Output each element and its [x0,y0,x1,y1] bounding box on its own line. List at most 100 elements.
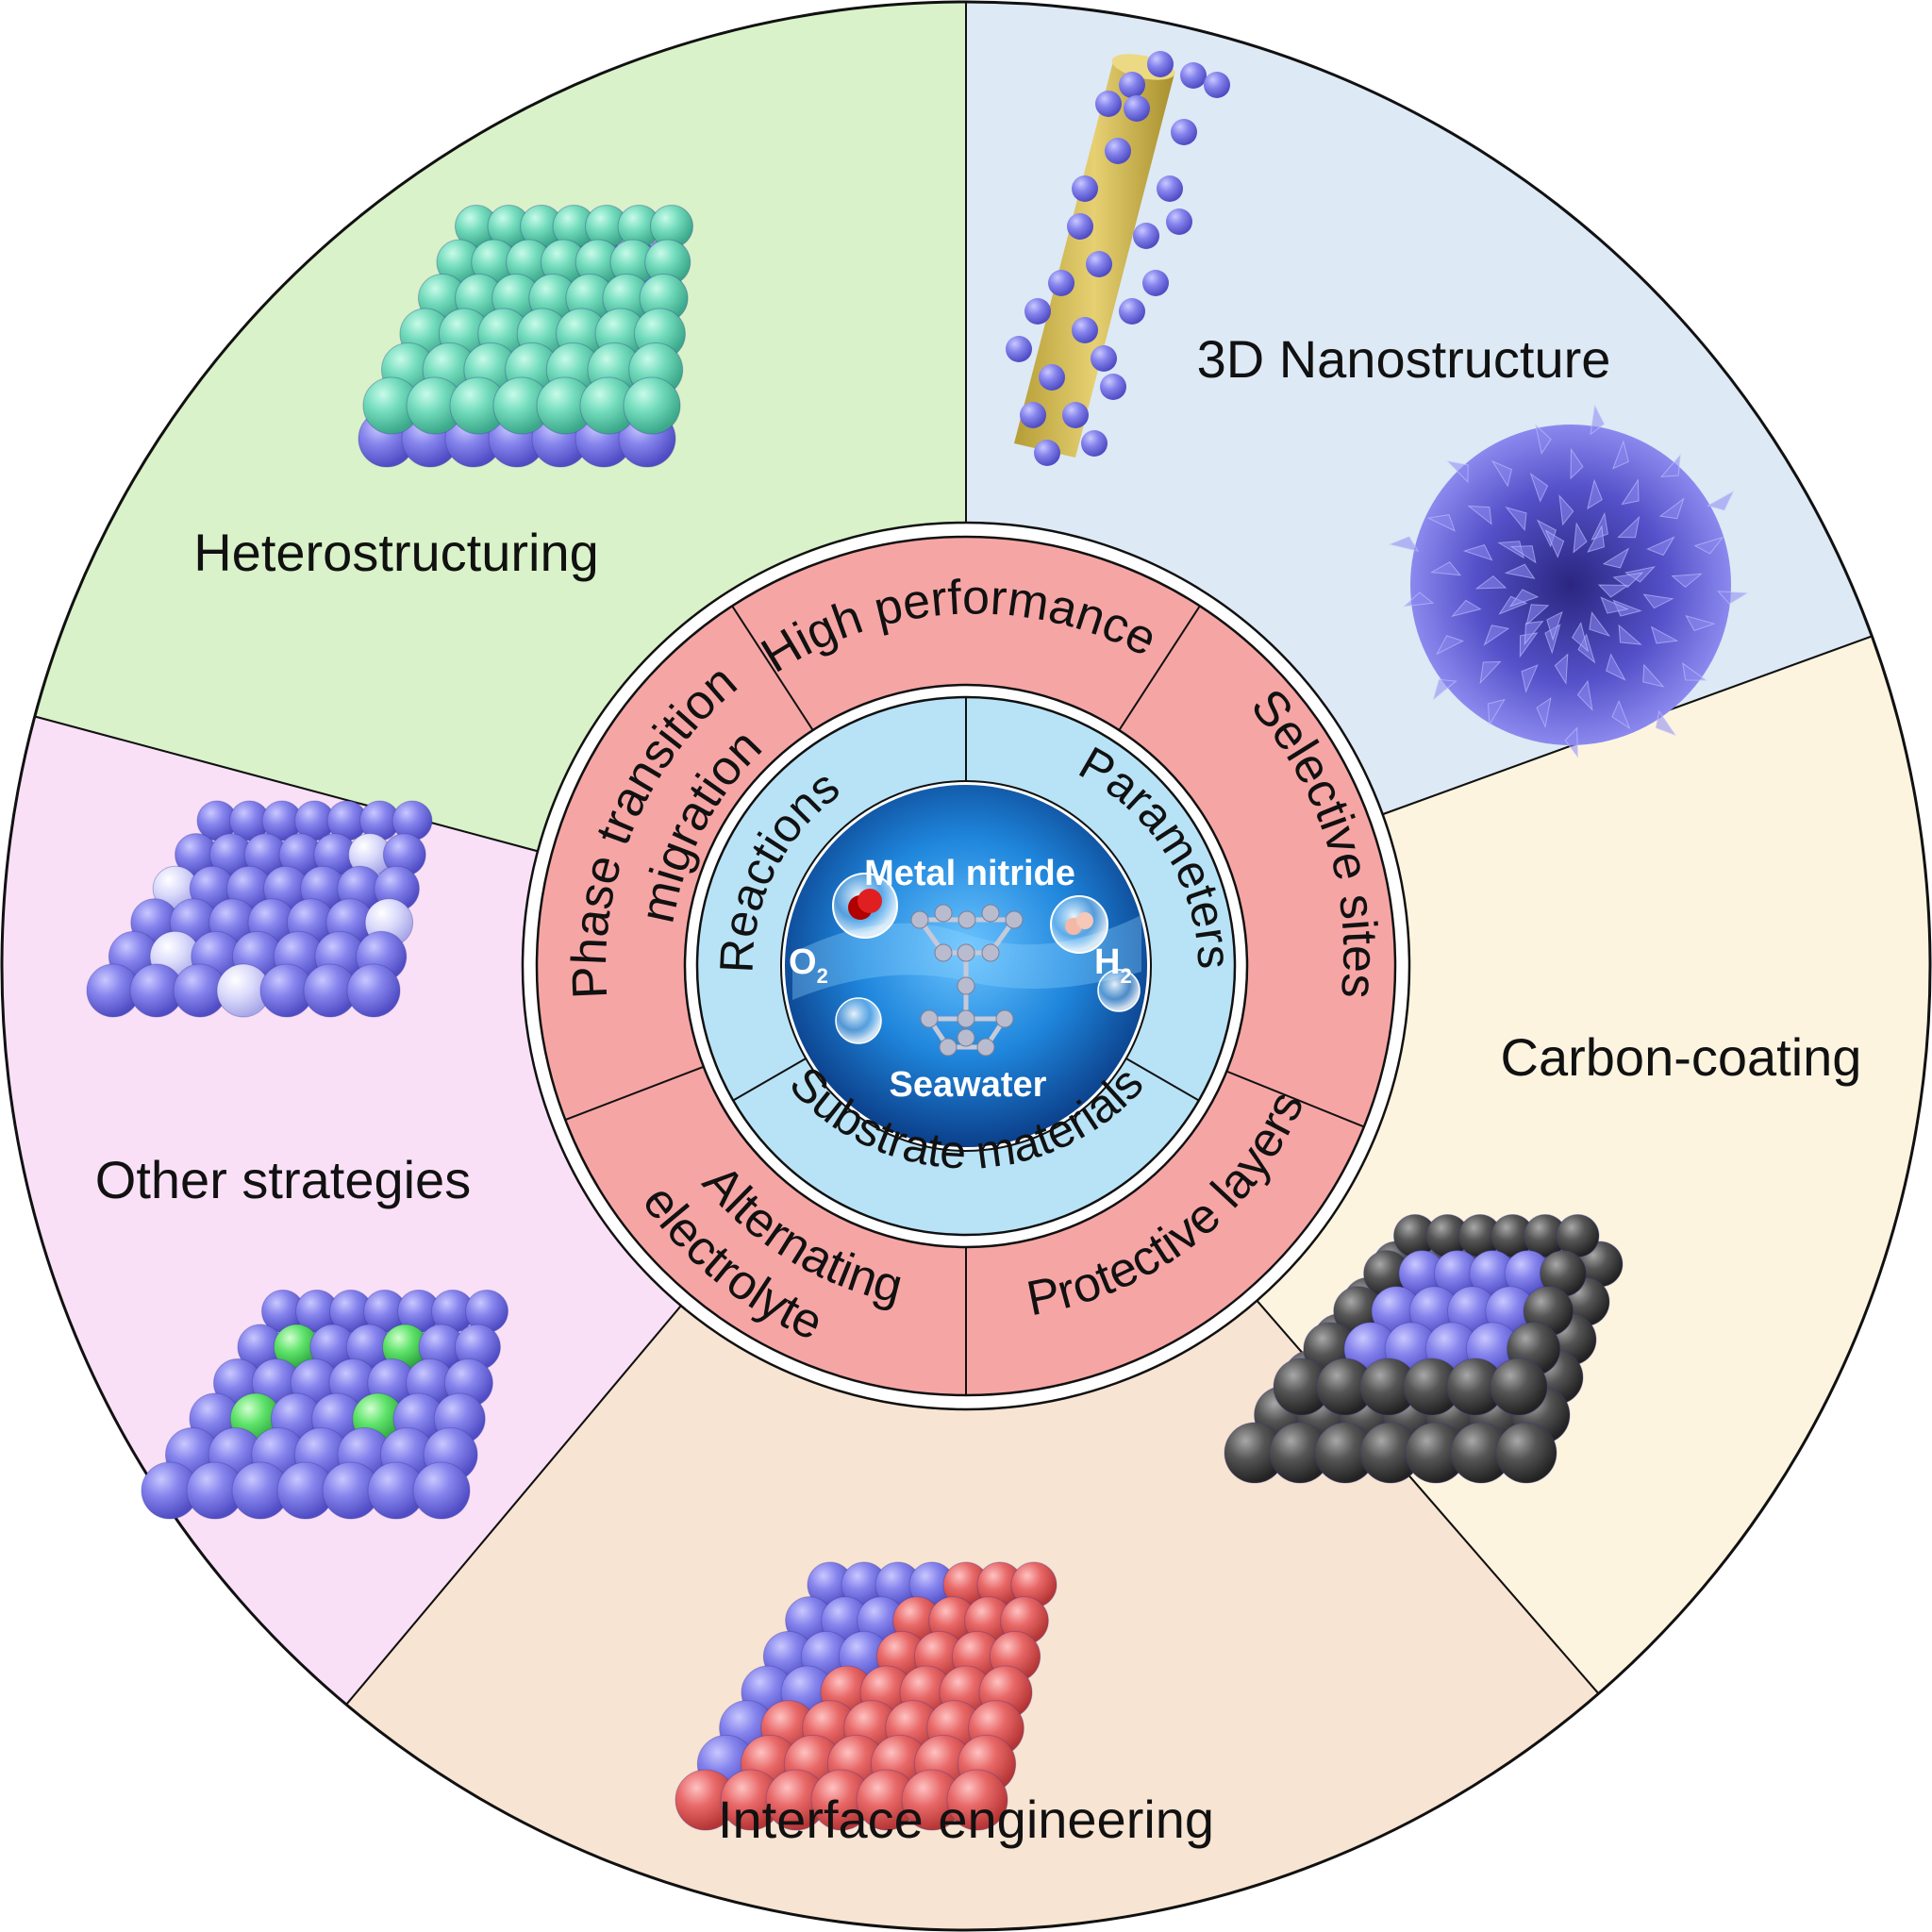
lattice-atom [623,376,681,435]
vacancy-lattice-icon [86,800,433,1018]
atom [976,1038,995,1057]
petal [1504,563,1536,579]
petal [1508,589,1540,608]
ring-divider [732,1058,807,1102]
nanoparticle [1081,430,1108,457]
nanoparticle [1062,402,1089,428]
nanoparticle [1072,175,1098,202]
doped-lattice-icon [141,1290,508,1520]
petal [1446,460,1469,484]
petal [1587,478,1603,510]
carbon-coated-lattice-icon [1224,1214,1624,1484]
heterostructure-lattice-icon [358,205,693,468]
nanorod-icon [1006,51,1230,466]
nanoparticle [1039,364,1065,391]
nanoparticle [1024,298,1051,325]
o2-bubble-icon [832,873,898,939]
atom [934,904,953,923]
nanoparticle [1006,336,1032,362]
nanoparticle [1105,138,1131,164]
petal [1671,573,1703,588]
petal [1426,514,1456,532]
nanoparticle [1086,251,1112,277]
core-subtitle: Seawater [890,1065,1047,1105]
atom [934,943,953,962]
carbon-coating-label: Carbon-coating [1501,1027,1862,1087]
petal [1483,625,1510,646]
nanoparticle [1100,374,1126,400]
atom [957,1009,975,1028]
petal [1707,490,1735,511]
atom [958,910,976,929]
atom [981,943,1000,962]
atom [957,1028,975,1047]
petal [1587,525,1606,553]
petal [1618,624,1642,645]
petal [1602,547,1630,569]
petal [1717,591,1749,605]
nanoparticle [1204,72,1230,98]
petal [1564,726,1579,759]
bubble-icon [1097,969,1141,1012]
petal [1432,678,1457,701]
petal [1467,505,1492,525]
petal [1436,635,1464,656]
petal [1491,459,1512,488]
o2-label: O2 [789,942,828,988]
petal [1612,572,1644,589]
petal [1646,536,1675,557]
nanoparticle [1180,62,1207,89]
nanoparticle [1067,213,1093,240]
petal [1685,614,1716,632]
lattice-atom [1495,1422,1557,1484]
petal [1650,625,1679,644]
atom [939,1038,958,1057]
bubble-icon [835,997,882,1044]
ring-divider [564,1065,705,1121]
nanoparticle [1133,223,1159,249]
petal [1402,591,1435,608]
petal [1474,575,1507,590]
petal [1509,545,1537,564]
nanoparticle [1166,208,1192,235]
petal [1573,522,1588,554]
nanoparticle [1119,72,1145,98]
petal [1529,472,1549,503]
nanostructure-label: 3D Nanostructure [1197,329,1611,389]
nanoparticle [1157,175,1183,202]
nanoparticle [1124,95,1150,122]
petal [1429,561,1462,576]
core-title: Metal nitride [864,854,1075,893]
lattice-atom [346,963,401,1018]
petal [1642,663,1665,688]
nanoparticle [1072,317,1098,343]
atom [920,1009,939,1028]
petal [1544,529,1565,558]
petal [1388,536,1420,552]
petal [1597,584,1630,598]
atom [995,1009,1014,1028]
atom [957,976,975,995]
petal [1570,447,1584,480]
ring-divider [1118,605,1201,731]
h2-label: H2 [1094,942,1132,988]
petal [1535,424,1552,455]
petal [1606,653,1626,681]
petal [1479,660,1502,685]
nanoparticle [1048,270,1074,296]
nanoparticle [1095,91,1122,117]
petal [1617,515,1641,539]
petal [1658,497,1685,520]
petal [1590,404,1606,436]
interface-engineering-label: Interface engineering [718,1790,1214,1849]
petal [1621,478,1640,506]
lattice-atom [412,1461,471,1520]
ring-divider [1125,1058,1200,1102]
petal [1600,596,1630,614]
lattice-atom [1490,1357,1548,1416]
petal [1536,697,1552,728]
petal [1462,544,1493,561]
nanoparticle [1091,345,1117,372]
interface-lattice-icon [675,1561,1058,1831]
